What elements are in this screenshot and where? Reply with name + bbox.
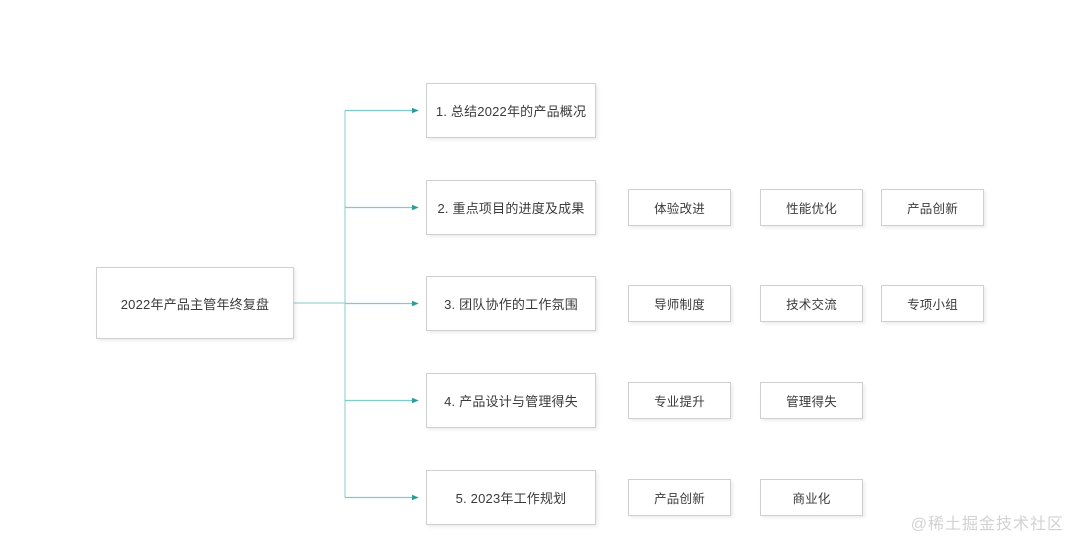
node-leaf-3-3-label: 专项小组	[907, 298, 958, 312]
node-branch-5-label: 5. 2023年工作规划	[455, 491, 567, 506]
node-branch-4[interactable]: 4. 产品设计与管理得失	[426, 373, 596, 428]
node-leaf-4-2-label: 管理得失	[786, 395, 837, 409]
node-leaf-3-1[interactable]: 导师制度	[628, 285, 731, 322]
node-leaf-2-2[interactable]: 性能优化	[760, 189, 863, 226]
node-branch-5[interactable]: 5. 2023年工作规划	[426, 470, 596, 525]
node-branch-2-label: 2. 重点项目的进度及成果	[437, 201, 585, 216]
node-leaf-5-1[interactable]: 产品创新	[628, 479, 731, 516]
node-leaf-4-1[interactable]: 专业提升	[628, 382, 731, 419]
node-branch-3[interactable]: 3. 团队协作的工作氛围	[426, 276, 596, 331]
node-leaf-3-1-label: 导师制度	[654, 298, 705, 312]
node-root-label: 2022年产品主管年终复盘	[120, 296, 270, 312]
node-branch-4-label: 4. 产品设计与管理得失	[444, 394, 578, 409]
node-leaf-5-2[interactable]: 商业化	[760, 479, 863, 516]
node-leaf-3-2[interactable]: 技术交流	[760, 285, 863, 322]
node-leaf-2-3[interactable]: 产品创新	[881, 189, 984, 226]
node-leaf-2-1-label: 体验改进	[654, 202, 705, 216]
watermark: @稀土掘金技术社区	[910, 516, 1064, 533]
node-leaf-3-2-label: 技术交流	[786, 298, 837, 312]
node-leaf-3-3[interactable]: 专项小组	[881, 285, 984, 322]
node-leaf-2-1[interactable]: 体验改进	[628, 189, 731, 226]
node-branch-1-label: 1. 总结2022年的产品概况	[435, 104, 587, 119]
node-leaf-5-2-label: 商业化	[792, 492, 831, 506]
node-branch-2[interactable]: 2. 重点项目的进度及成果	[426, 180, 596, 235]
node-leaf-5-1-label: 产品创新	[654, 492, 705, 506]
node-branch-1[interactable]: 1. 总结2022年的产品概况	[426, 83, 596, 138]
node-leaf-4-1-label: 专业提升	[654, 395, 705, 409]
node-leaf-4-2[interactable]: 管理得失	[760, 382, 863, 419]
node-leaf-2-3-label: 产品创新	[907, 202, 958, 216]
node-root[interactable]: 2022年产品主管年终复盘	[96, 267, 294, 339]
node-leaf-2-2-label: 性能优化	[786, 202, 837, 216]
node-branch-3-label: 3. 团队协作的工作氛围	[444, 297, 578, 312]
